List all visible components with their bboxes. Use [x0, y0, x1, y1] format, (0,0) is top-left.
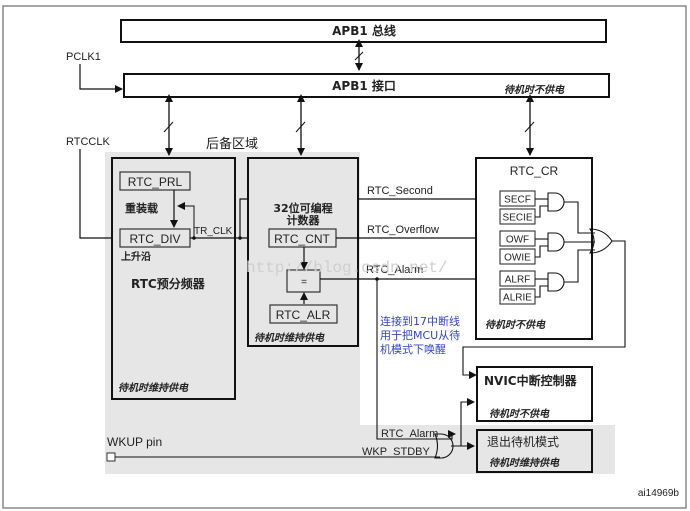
- backup-domain-title: 后备区域: [206, 136, 258, 152]
- exit-standby-note: 待机时维持供电: [489, 457, 560, 469]
- rising-edge-label: 上升沿: [121, 250, 151, 263]
- prescaler-block: RTC_PRL 重装载 RTC_DIV 上升沿 RTC预分频器 待机时维持供电: [111, 157, 236, 400]
- logic-gates: [462, 192, 626, 379]
- flag-secf-label: SECF: [504, 195, 531, 206]
- rtcclk-label: RTCCLK: [66, 136, 110, 148]
- flag-owie-label: OWIE: [504, 253, 531, 264]
- wakeup-or-gate: [434, 433, 454, 459]
- rtc-div-label: RTC_DIV: [129, 232, 180, 246]
- apb1-interface-block: APB1 接口 待机时不供电: [123, 73, 610, 98]
- rtc-prl-label: RTC_PRL: [128, 175, 183, 189]
- wakeup-logic: [112, 279, 475, 459]
- rtc-alr-register: [269, 304, 338, 324]
- annotation-line3: 机模式下唤醒: [380, 342, 446, 356]
- flag-alrf-label: ALRF: [505, 275, 531, 286]
- wkup-pin-label: WKUP pin: [107, 435, 162, 449]
- flag-alrie-label: ALRIE: [503, 293, 532, 304]
- apb1-interface-label: APB1 接口: [332, 78, 396, 93]
- rtc-prl-register: [119, 171, 191, 191]
- rtc-alarm-wakeup-line: [376, 279, 456, 440]
- and-gate-second: [547, 192, 565, 212]
- and-gate-overflow: [547, 232, 565, 252]
- flag-owf-label: OWF: [506, 235, 529, 246]
- prescaler-note: 待机时维持供电: [118, 382, 189, 394]
- wkup-pin-terminal: [106, 452, 116, 462]
- nvic-wakeup-line: [460, 398, 475, 446]
- rtcclk-line: [79, 149, 119, 242]
- apb1-bus-label: APB1 总线: [332, 23, 396, 38]
- exit-standby-block: 退出待机模式 待机时维持供电: [476, 429, 593, 473]
- rtc-second-line: [239, 195, 501, 238]
- comparator-label: =: [301, 277, 307, 288]
- watermark: http://blog.csdn.net/: [246, 259, 448, 277]
- annotation-line1: 连接到17中断线: [380, 314, 460, 328]
- tr-clk-label: TR_CLK: [194, 226, 233, 237]
- flag-secie-label: SECIE: [502, 213, 532, 224]
- and-gate-alarm: [547, 272, 565, 292]
- pclk1-line: [79, 64, 123, 93]
- rtc-cr-block: RTC_CR SECF SECIE OWF OWIE ALRF ALRIE 待机时不供电: [475, 157, 593, 340]
- or-gate: [588, 228, 613, 254]
- counter-note: 待机时维持供电: [254, 332, 325, 344]
- reload-label: 重装载: [125, 201, 158, 215]
- apb1-bus-block: APB1 总线: [120, 19, 607, 43]
- interrupt-line: [462, 240, 626, 379]
- figure-id: ai14969b: [638, 488, 680, 499]
- rtc-overflow-label: RTC_Overflow: [367, 224, 439, 236]
- rtc-alarm-2-label: RTC_Alarm: [381, 428, 438, 440]
- counter-title-line1: 32位可编程: [273, 201, 332, 215]
- rtc-second-label: RTC_Second: [367, 185, 433, 197]
- annotation-line2: 用于把MCU从待: [380, 328, 460, 342]
- prescaler-title: RTC预分频器: [131, 276, 206, 291]
- exit-standby-title: 退出待机模式: [487, 435, 559, 449]
- counter-title-line2: 计数器: [287, 213, 321, 227]
- rtc-cr-note: 待机时不供电: [485, 319, 546, 331]
- nvic-title: NVIC中断控制器: [484, 373, 578, 388]
- counter-block: 32位可编程 计数器 RTC_CNT = RTC_ALR 待机时维持供电: [247, 157, 359, 347]
- nvic-block: NVIC中断控制器 待机时不供电: [476, 366, 593, 422]
- wkp-stdby-label: WKP_STDBY: [362, 446, 431, 458]
- pclk1-label: PCLK1: [66, 51, 101, 63]
- apb1-interface-note: 待机时不供电: [504, 84, 565, 96]
- rtc-cnt-label: RTC_CNT: [274, 232, 330, 246]
- rtc-cr-title: RTC_CR: [510, 164, 559, 178]
- rtc-alarm-label: RTC_Alarm: [366, 264, 423, 276]
- rtc-alr-label: RTC_ALR: [276, 308, 331, 322]
- nvic-note: 待机时不供电: [489, 408, 550, 420]
